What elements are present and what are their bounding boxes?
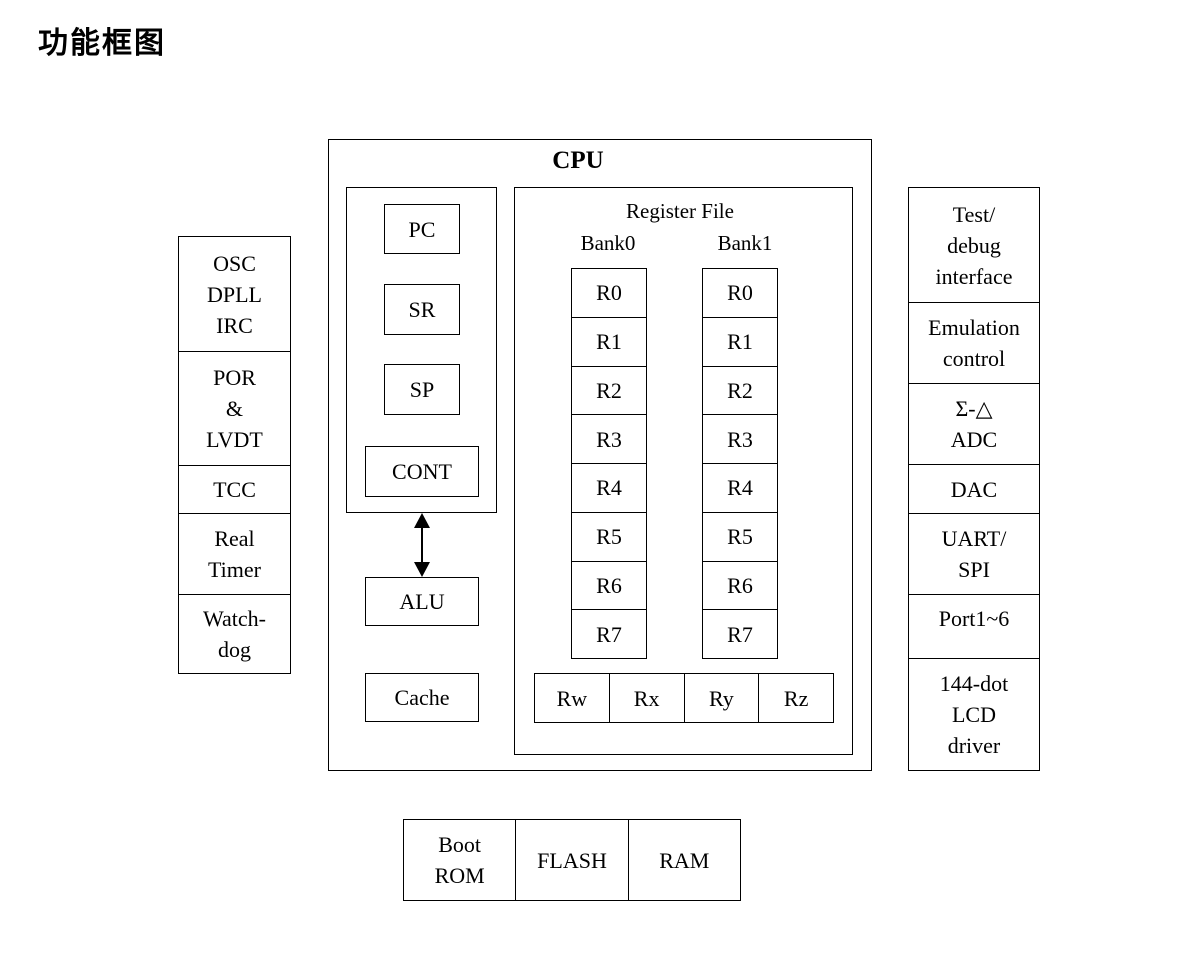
emulation-control-block: Emulation control <box>909 302 1039 383</box>
alu-block: ALU <box>365 577 479 626</box>
page-title: 功能框图 <box>38 26 166 61</box>
bank0-register: R7 <box>572 609 646 658</box>
bank1-register: R0 <box>727 280 753 306</box>
tcc-block: TCC <box>179 465 290 513</box>
osc-dpll-irc-block: OSC DPLL IRC <box>207 250 262 338</box>
port-block: Port1~6 <box>909 594 1039 658</box>
left-peripheral-stack: OSC DPLL IRC POR & LVDT TCC Real Timer W… <box>178 236 291 674</box>
right-peripheral-stack: Test/ debug interface Emulation control … <box>908 187 1040 771</box>
watchdog-block: Watch- dog <box>179 594 290 673</box>
memory-row: Boot ROM FLASH RAM <box>403 819 741 901</box>
sp-register: SP <box>384 364 460 415</box>
flash-block: FLASH <box>515 820 627 900</box>
boot-rom-block: Boot ROM <box>434 832 485 888</box>
bank0-register: R2 <box>572 365 646 415</box>
cache-block: Cache <box>365 673 479 722</box>
bank1-title: Bank1 <box>717 231 773 255</box>
bottom-registers-row: Rw Rx Ry Rz <box>534 673 834 723</box>
bank0-register: R4 <box>572 463 646 512</box>
rx-register: Rx <box>608 674 684 722</box>
bank1-registers: R0 R1 R2 R3 R4 R5 R6 R7 <box>702 268 778 659</box>
bank1-register: R2 <box>703 365 777 415</box>
test-debug-interface-block: Test/ debug interface <box>935 201 1013 289</box>
bank1-register: R6 <box>703 560 777 610</box>
bank0-register: R0 <box>596 280 622 306</box>
uart-spi-block: UART/ SPI <box>909 513 1039 594</box>
cont-block: CONT <box>365 446 479 497</box>
lcd-driver-block: 144-dot LCD driver <box>909 658 1039 770</box>
bank0-register: R6 <box>572 560 646 610</box>
rz-register: Rz <box>758 674 833 722</box>
bank0-registers: R0 R1 R2 R3 R4 R5 R6 R7 <box>571 268 647 659</box>
pc-register: PC <box>384 204 460 254</box>
dac-block: DAC <box>909 464 1039 513</box>
bank0-register: R1 <box>572 316 646 366</box>
ram-block: RAM <box>627 820 740 900</box>
bank1-register: R4 <box>703 463 777 512</box>
ry-register: Ry <box>683 674 759 722</box>
bank1-register: R3 <box>703 414 777 463</box>
bank1-register: R1 <box>703 316 777 366</box>
bank0-title: Bank0 <box>580 231 636 255</box>
bank0-register: R5 <box>572 511 646 561</box>
bank0-register: R3 <box>572 414 646 463</box>
rw-register: Rw <box>556 685 588 711</box>
register-file-title: Register File <box>626 199 734 223</box>
por-lvdt-block: POR & LVDT <box>179 351 290 465</box>
real-timer-block: Real Timer <box>179 513 290 594</box>
cpu-title: CPU <box>552 147 604 174</box>
bank1-register: R7 <box>703 609 777 658</box>
sigma-delta-adc-block: Σ-△ ADC <box>909 383 1039 464</box>
sr-register: SR <box>384 284 460 335</box>
register-file-group <box>514 187 853 755</box>
bank1-register: R5 <box>703 511 777 561</box>
